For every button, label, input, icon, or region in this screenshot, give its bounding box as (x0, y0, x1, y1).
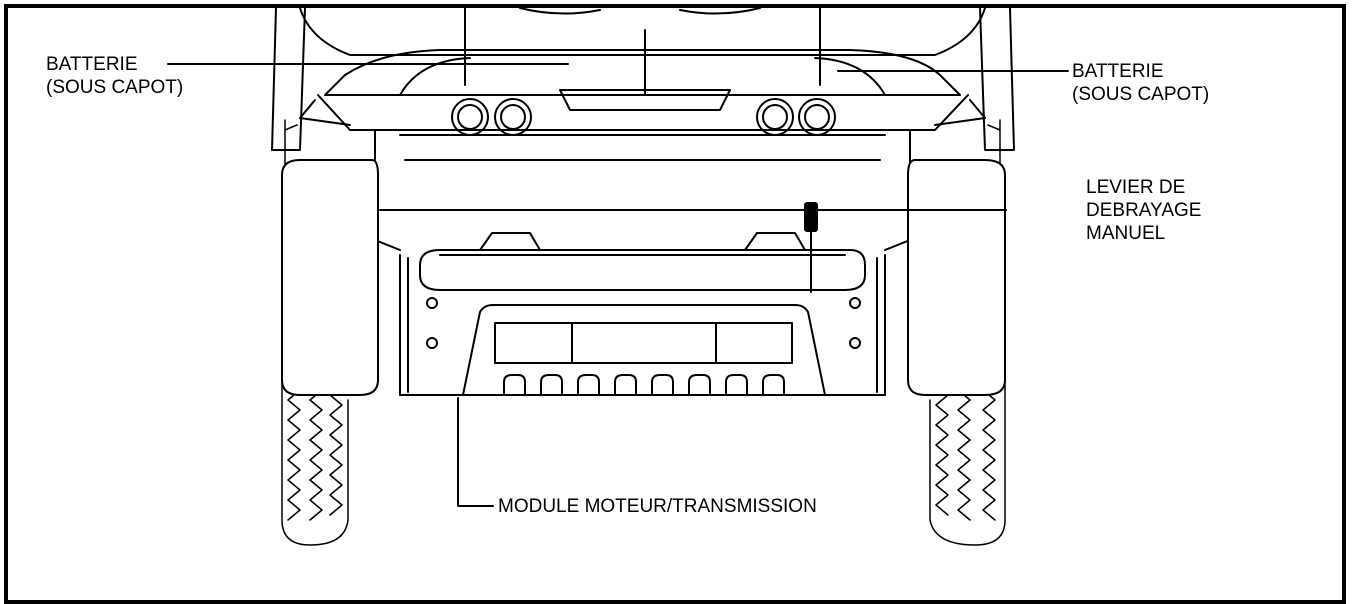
label-motor-module: MODULE MOTEUR/TRANSMISSION (498, 495, 817, 518)
grab-bar[interactable] (419, 232, 866, 291)
release-lever[interactable] (804, 202, 818, 293)
label-battery-right: BATTERIE (SOUS CAPOT) (1072, 60, 1209, 106)
label-battery-left: BATTERIE (SOUS CAPOT) (46, 53, 183, 99)
rear-shroud (299, 49, 986, 251)
label-battery-left-line2: (SOUS CAPOT) (46, 77, 184, 98)
leader-lines (167, 63, 1069, 507)
label-motor-module-line1: MODULE MOTEUR/TRANSMISSION (498, 496, 817, 517)
label-battery-left-line1: BATTERIE (46, 54, 138, 75)
label-release-lever-line1: LEVIER DE (1086, 177, 1186, 198)
label-release-lever-line2: DEBRAYAGE (1086, 200, 1202, 221)
cooling-fins (503, 374, 785, 396)
label-battery-right-line1: BATTERIE (1072, 61, 1164, 82)
seat-back (271, 7, 1015, 151)
label-release-lever-line3: MANUEL (1086, 223, 1166, 244)
motor-housing (462, 304, 826, 396)
right-tyre (929, 119, 1006, 546)
tail-lights (451, 98, 836, 136)
label-release-lever: LEVIER DE DEBRAYAGE MANUEL (1086, 176, 1201, 245)
label-battery-right-line2: (SOUS CAPOT) (1072, 84, 1210, 105)
fenders[interactable] (281, 159, 1006, 396)
leader-motor-module (457, 397, 494, 507)
